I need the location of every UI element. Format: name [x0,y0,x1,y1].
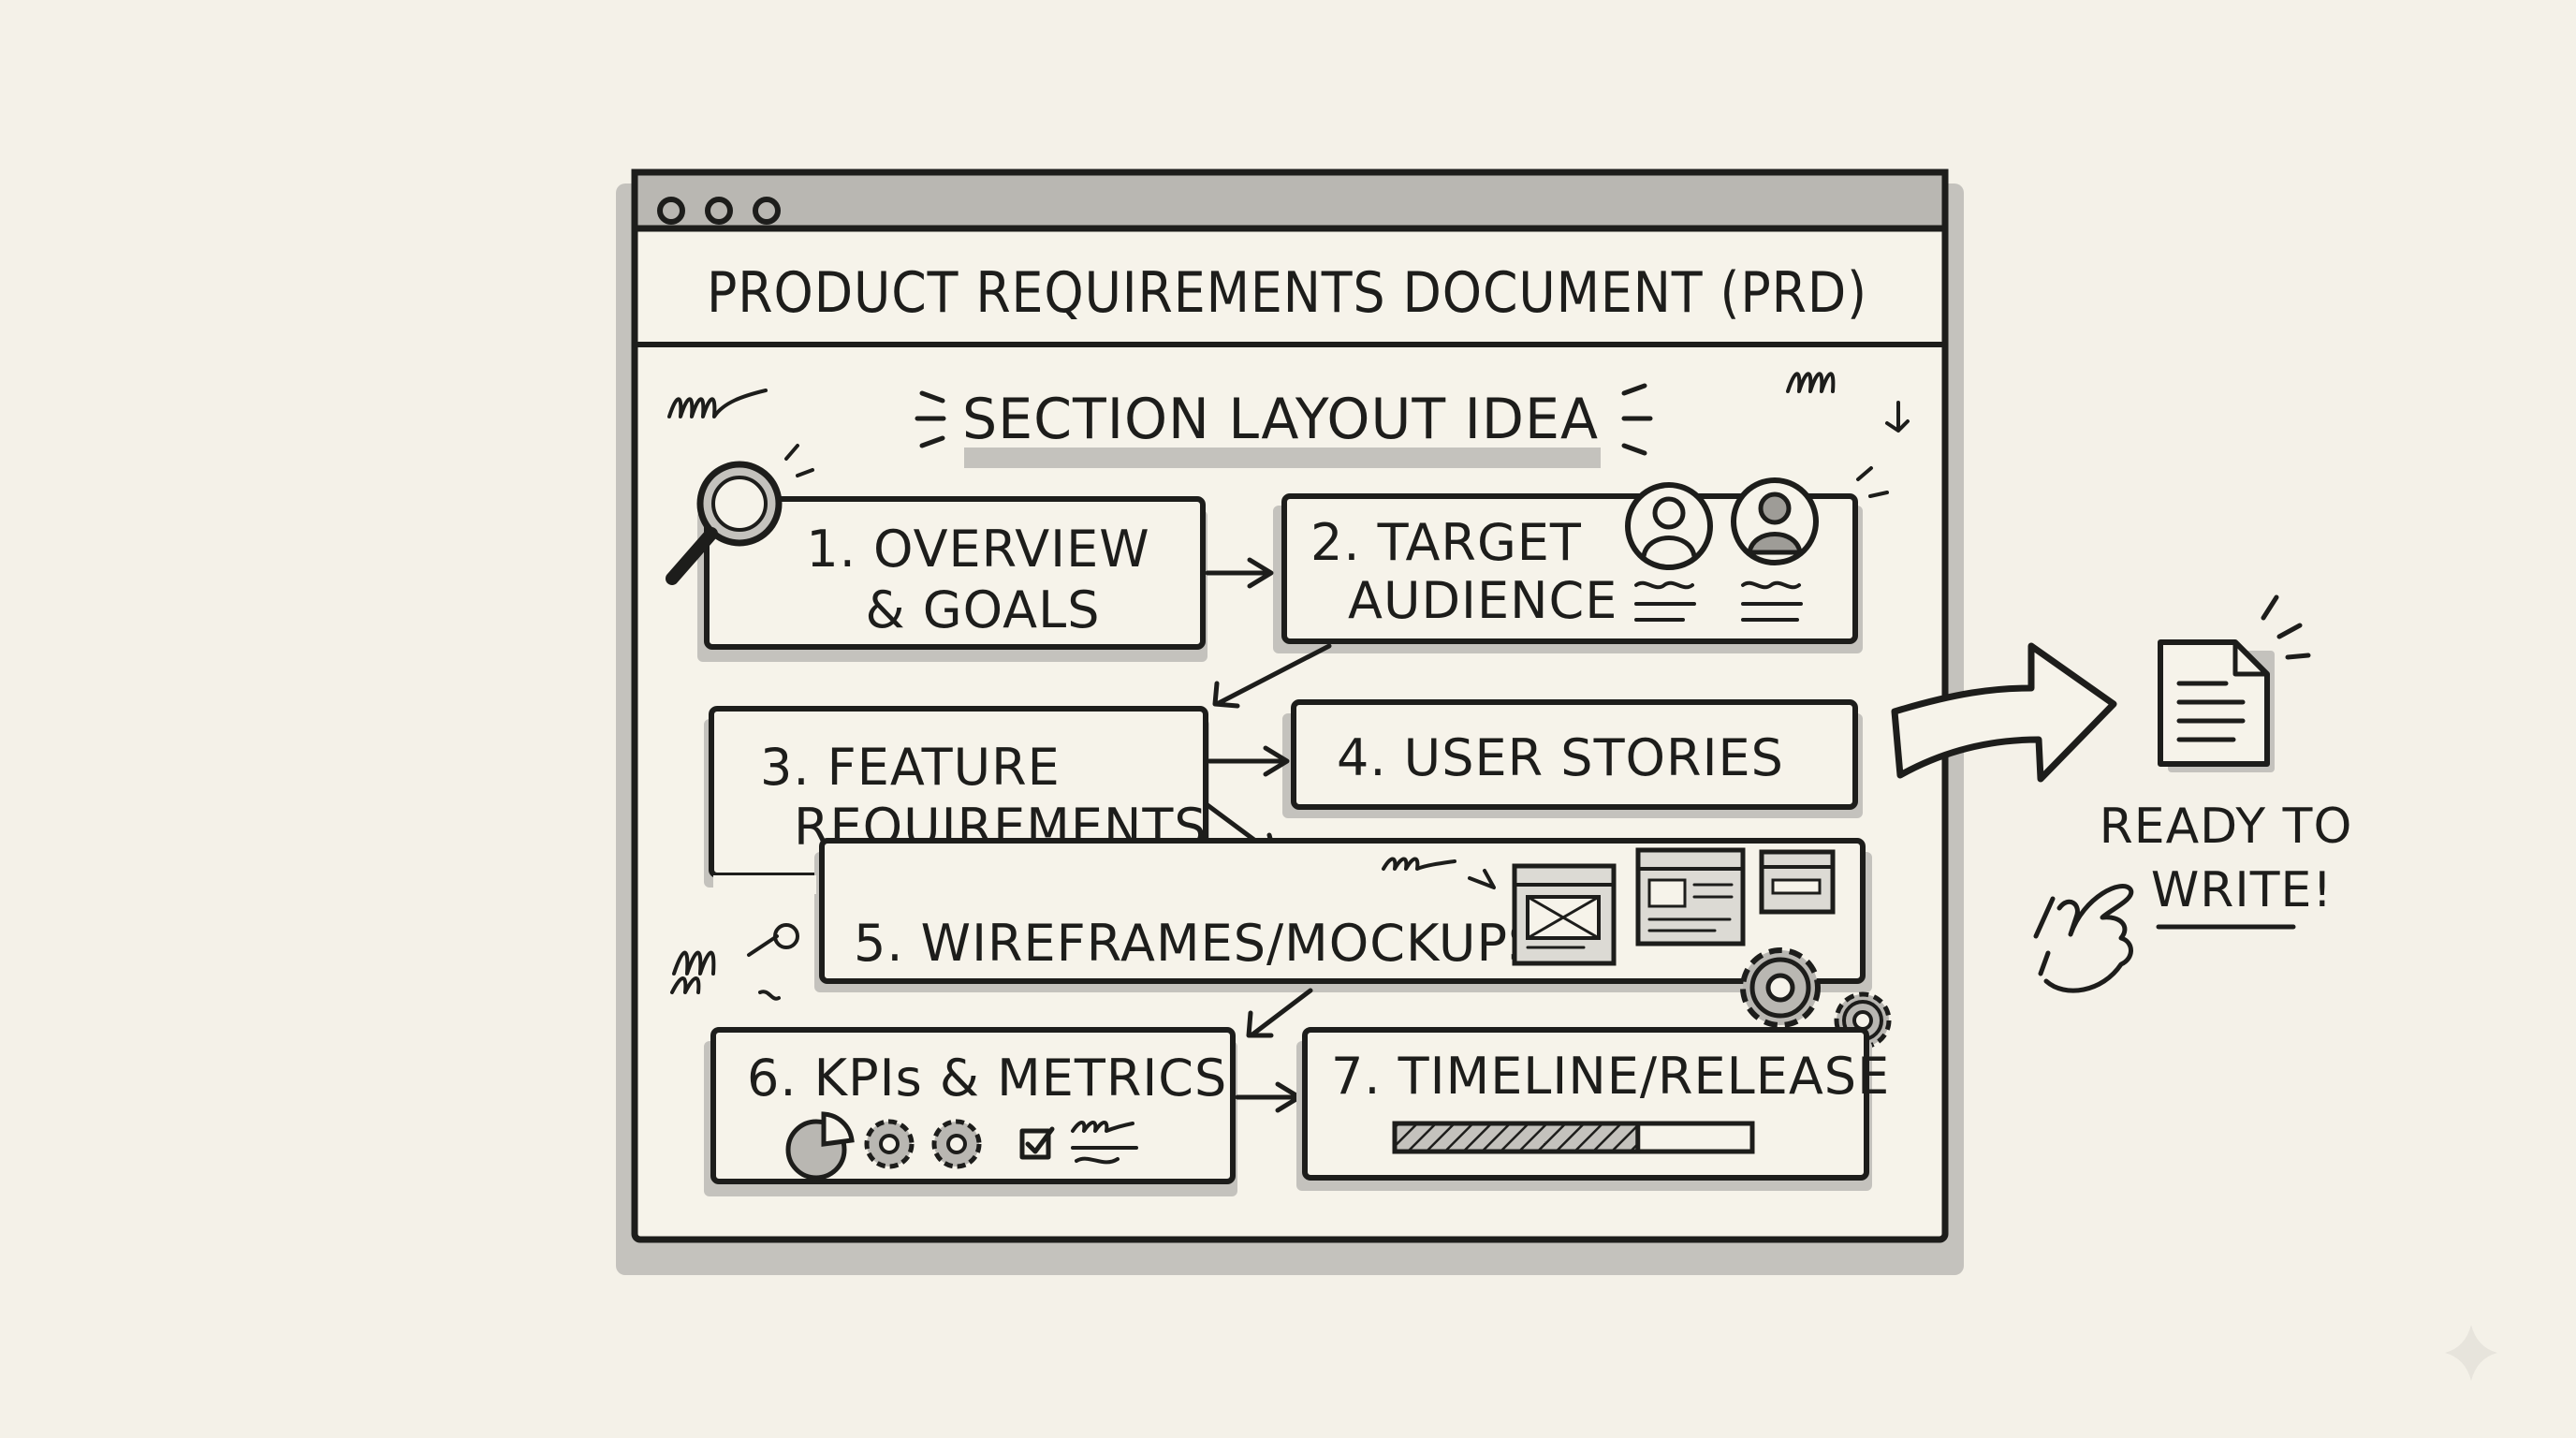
pointing-hand-icon [2033,884,2134,993]
section-3-line1: 3. FEATURE [760,738,1061,797]
big-arrow-icon [1891,642,2117,783]
magnifier-icon [666,444,814,585]
heading-highlight [964,448,1601,468]
box-4 [1291,699,1858,810]
user-avatar-shaded-icon [1731,466,1889,565]
kpi-gear-icons [864,1119,982,1169]
section-7-line1: 7. TIMELINE/RELEASE [1331,1047,1890,1106]
section-timeline-release[interactable]: 7. TIMELINE/RELEASE [1296,1027,1890,1191]
arrow-5-to-6 [1246,988,1313,1038]
heading-text: SECTION LAYOUT IDEA [962,387,1599,452]
section-2-line1: 2. TARGET [1310,513,1582,572]
heading-emphasis-right [1621,383,1653,456]
arrow-1-to-2 [1205,557,1274,589]
window-dot-3[interactable] [753,197,781,225]
heading-emphasis-left [915,390,946,448]
section-4-line1: 4. USER STORIES [1337,728,1784,787]
section-2-line2: AUDIENCE [1348,571,1617,630]
doodle-left-mid [747,923,799,1001]
box-1 [704,496,1206,650]
pie-chart-icon [785,1111,855,1181]
window-dot-1[interactable] [657,197,685,225]
section-5-line1: 5. WIREFRAMES/MOCKUPS [854,914,1541,973]
section-kpis-metrics[interactable]: 6. KPIs & METRICS [704,1027,1237,1196]
window-dot-2[interactable] [705,197,733,225]
callout-line1: READY TO [2100,799,2353,855]
section-user-stories[interactable]: 4. USER STORIES [1282,699,1863,818]
section-1-line1: 1. OVERVIEW [806,520,1149,579]
checkbox-icon [1019,1121,1138,1165]
box-5-join [713,875,816,894]
arrow-3-to-4 [1207,745,1290,777]
wireframe-thumbnails-icon [1382,847,1836,966]
gear-large-icon [1740,947,1821,1028]
section-6-line1: 6. KPIs & METRICS [747,1049,1227,1108]
window-titlebar [631,169,1949,232]
timeline-progress-bar [1392,1121,1755,1154]
squiggle-topleft [667,389,768,418]
section-heading: SECTION LAYOUT IDEA [915,383,1653,468]
sparkle-icon [2445,1325,2497,1381]
section-overview-goals[interactable]: 1. OVERVIEW & GOALS [697,496,1208,662]
doodle-left-scribble [670,950,716,994]
user-avatar-icon [1625,482,1713,570]
progress-fill [1392,1121,1641,1154]
profile-text-lines [1634,580,1803,622]
section-1-line2: & GOALS [866,580,1101,639]
callout-line2: WRITE! [2151,862,2333,918]
squiggle-topright [1786,372,1910,433]
document-icon [2158,594,2311,772]
arrow-2-to-3 [1212,643,1332,709]
document-title: PRODUCT REQUIREMENTS DOCUMENT (PRD) [707,260,1867,326]
